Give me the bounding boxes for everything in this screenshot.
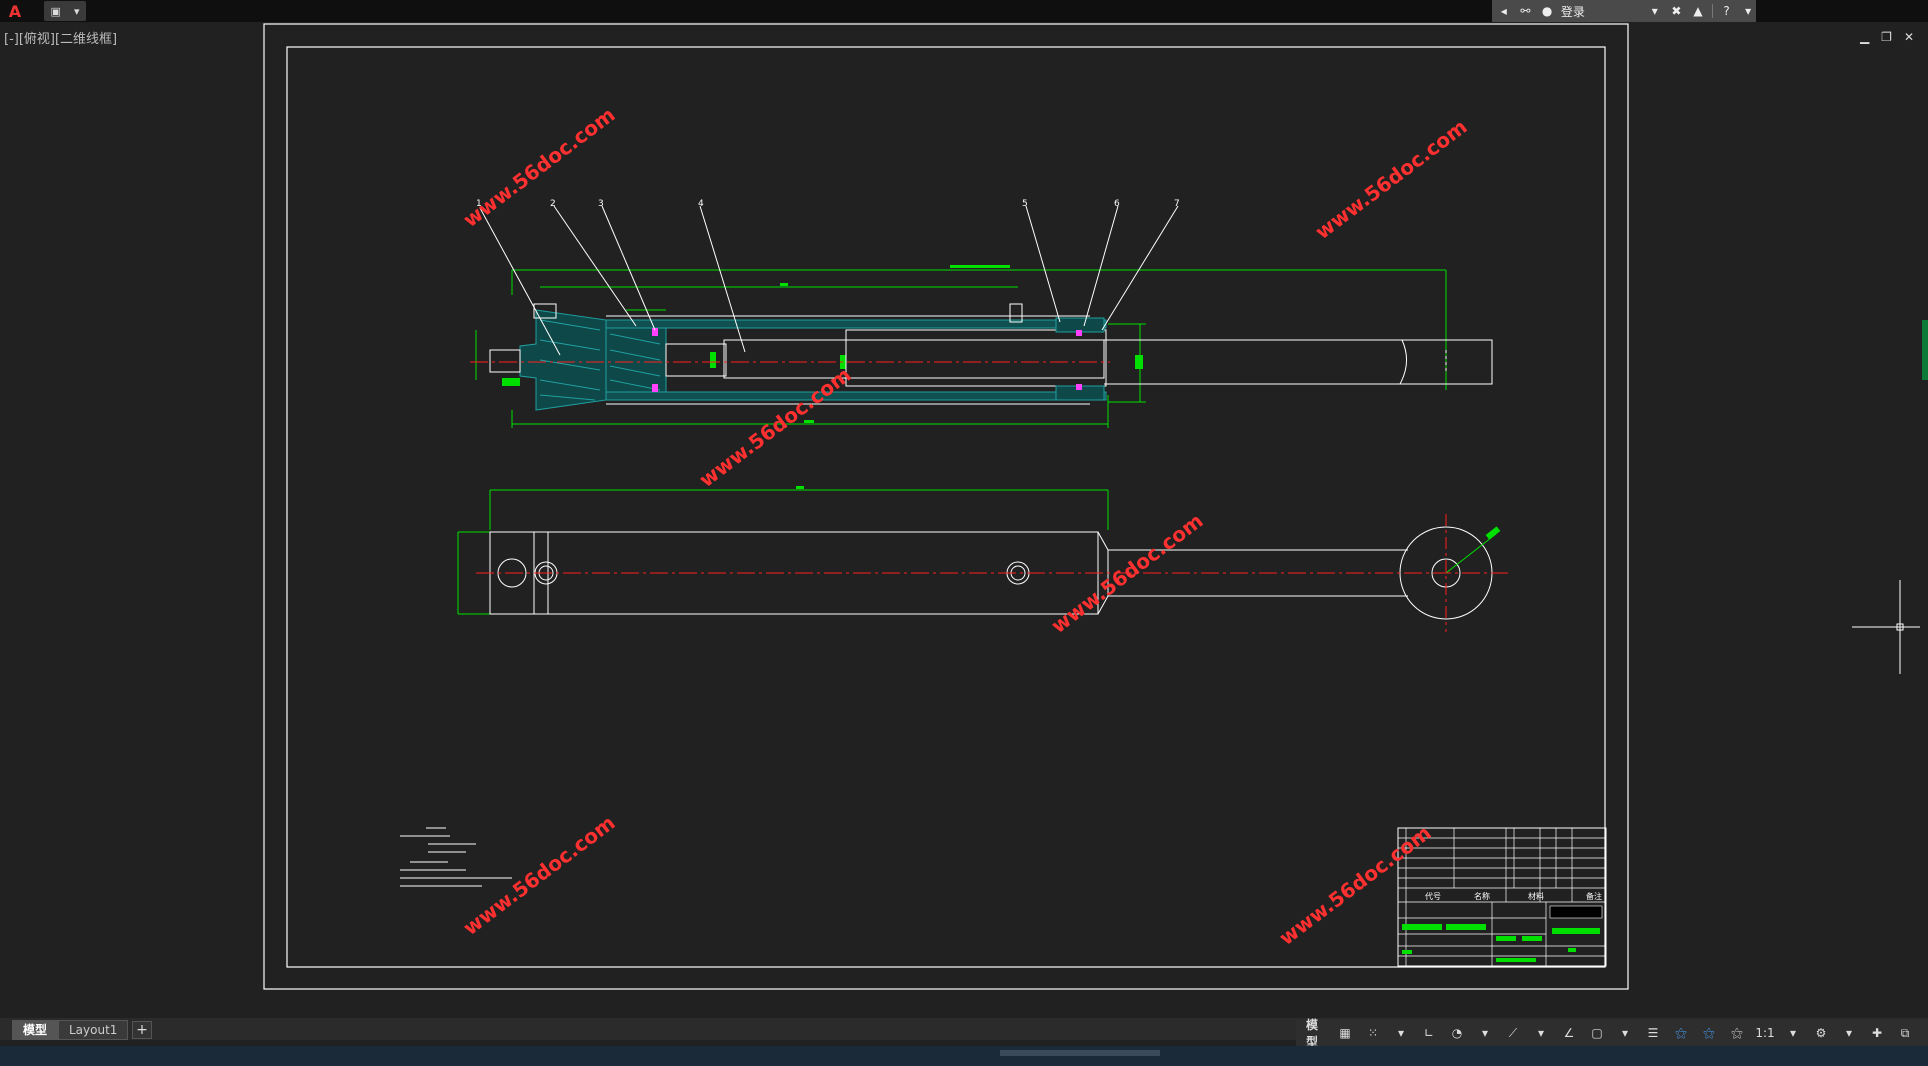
chevron-down-icon[interactable]: ▾ xyxy=(1621,1026,1629,1040)
chevron-down-icon[interactable]: ▾ xyxy=(1397,1026,1405,1040)
drawing-canvas[interactable]: 1 2 3 4 5 6 7 xyxy=(0,0,1928,1018)
user-icon[interactable]: ● xyxy=(1541,4,1553,18)
chevron-down-icon[interactable]: ▾ xyxy=(1789,1026,1797,1040)
tab-layout1[interactable]: Layout1 xyxy=(58,1020,129,1040)
sheet-inner-border xyxy=(286,46,1606,968)
technical-notes xyxy=(400,827,512,887)
annotation-visibility-icon[interactable]: ⚝ xyxy=(1675,1025,1687,1040)
part-label: 6 xyxy=(1114,199,1120,209)
title-block-header: 材料 xyxy=(1528,891,1544,901)
account-bar: ◂ ⚯ ● 登录 ▾ ✖ ▲ ? ▾ xyxy=(1492,0,1756,22)
sheet-outer-border xyxy=(263,23,1629,990)
dynamic-input-icon[interactable]: ∠ xyxy=(1563,1026,1575,1040)
chevron-down-icon[interactable]: ▾ xyxy=(1745,4,1752,18)
lineweight-icon[interactable]: ▢ xyxy=(1591,1026,1603,1040)
horizontal-scrollbar[interactable] xyxy=(1000,1050,1160,1056)
watermark-text: www.56doc.com xyxy=(695,362,856,492)
part-label: 3 xyxy=(598,199,604,209)
help-glyph: ? xyxy=(1723,4,1730,18)
chevron-down-icon[interactable]: ▾ xyxy=(1651,4,1658,18)
tab-model[interactable]: 模型 xyxy=(12,1020,59,1040)
snap-icon[interactable]: ⁙ xyxy=(1367,1026,1379,1040)
title-bar: A ▣ ▾ ◂ ⚯ ● 登录 ▾ ✖ ▲ ? ▾ xyxy=(0,0,1928,22)
gear-icon[interactable]: ⚙ xyxy=(1815,1026,1827,1040)
viewport-controls-label[interactable]: [-][俯视][二维线框] xyxy=(4,32,118,47)
part-label: 7 xyxy=(1174,199,1180,209)
binoculars-icon[interactable]: ⚯ xyxy=(1520,4,1531,18)
watermark-text: www.56doc.com xyxy=(459,102,620,232)
transparency-icon[interactable]: ☰ xyxy=(1647,1026,1659,1040)
watermarks: www.56doc.com www.56doc.com www.56doc.co… xyxy=(459,102,1472,950)
title-block: 代号 名称 材料 备注 xyxy=(1397,827,1607,967)
watermark-text: www.56doc.com xyxy=(1311,114,1472,244)
osnap-icon[interactable]: ⟋ xyxy=(1508,1025,1518,1040)
title-block-header: 备注 xyxy=(1586,891,1602,901)
part-label: 5 xyxy=(1022,199,1028,209)
a360-icon[interactable]: ▲ xyxy=(1693,4,1703,18)
tab-label: Layout1 xyxy=(69,1023,118,1037)
title-block-header: 代号 xyxy=(1425,891,1441,901)
part-label: 1 xyxy=(476,199,482,209)
quick-access-toolbar[interactable]: ▣ ▾ xyxy=(44,1,86,21)
app-menu-button[interactable]: A xyxy=(2,1,28,21)
chevron-down-icon[interactable]: ▾ xyxy=(1481,1026,1489,1040)
cylinder-outline-view xyxy=(457,486,1508,632)
taskbar-strip xyxy=(0,1046,1928,1066)
status-bar: 模型 ▦ ⁙ ▾ ∟ ◔ ▾ ⟋ ▾ ∠ ▢ ▾ ☰ ⚝ ⚝ ⚝ 1:1 ▾ ⚙… xyxy=(1296,1018,1928,1049)
cylinder-section-view xyxy=(470,205,1493,428)
plus-icon[interactable]: ✚ xyxy=(1871,1026,1883,1040)
chevron-left-icon[interactable]: ◂ xyxy=(1500,4,1507,18)
auto-scale-icon[interactable]: ⚝ xyxy=(1703,1025,1715,1040)
minimize-icon[interactable]: ▁ xyxy=(1859,30,1870,44)
help-icon[interactable]: ? xyxy=(1719,3,1735,19)
chevron-down-icon[interactable]: ▾ xyxy=(73,4,80,18)
restore-icon[interactable]: ❐ xyxy=(1881,30,1892,44)
chevron-down-icon[interactable]: ▾ xyxy=(1537,1026,1545,1040)
exchange-icon[interactable]: ✖ xyxy=(1671,4,1682,18)
polar-icon[interactable]: ◔ xyxy=(1451,1026,1463,1040)
isolate-objects-icon[interactable]: ◍ xyxy=(1922,1023,1928,1043)
part-number-labels: 1 2 3 4 5 6 7 xyxy=(476,199,1180,209)
workspace-icon[interactable]: ⧉ xyxy=(1900,1025,1910,1040)
side-scroll-indicator[interactable] xyxy=(1922,320,1928,380)
watermark-text: www.56doc.com xyxy=(459,810,620,940)
save-icon[interactable]: ▣ xyxy=(50,4,61,18)
sign-in-button[interactable]: 登录 xyxy=(1560,4,1585,19)
drawing-window-controls: ▁ ❐ ✕ xyxy=(1860,30,1914,44)
grid-icon[interactable]: ▦ xyxy=(1339,1026,1351,1040)
part-label: 4 xyxy=(698,199,704,209)
model-space-button[interactable]: 模型 xyxy=(1306,1018,1319,1049)
title-block-header: 名称 xyxy=(1474,891,1490,901)
add-layout-button[interactable]: + xyxy=(132,1021,152,1039)
chevron-down-icon[interactable]: ▾ xyxy=(1845,1026,1853,1040)
divider xyxy=(1711,4,1713,18)
ortho-icon[interactable]: ∟ xyxy=(1423,1026,1435,1040)
part-label: 2 xyxy=(550,199,556,209)
scale-selector[interactable]: 1:1 xyxy=(1755,1026,1775,1040)
close-icon[interactable]: ✕ xyxy=(1903,30,1914,44)
watermark-text: www.56doc.com xyxy=(1275,820,1436,950)
crosshair-cursor-icon xyxy=(1852,580,1920,674)
tab-label: 模型 xyxy=(23,1023,48,1037)
annotation-scale-icon[interactable]: ⚝ xyxy=(1731,1025,1743,1040)
autocad-logo-icon: A xyxy=(8,1,22,21)
